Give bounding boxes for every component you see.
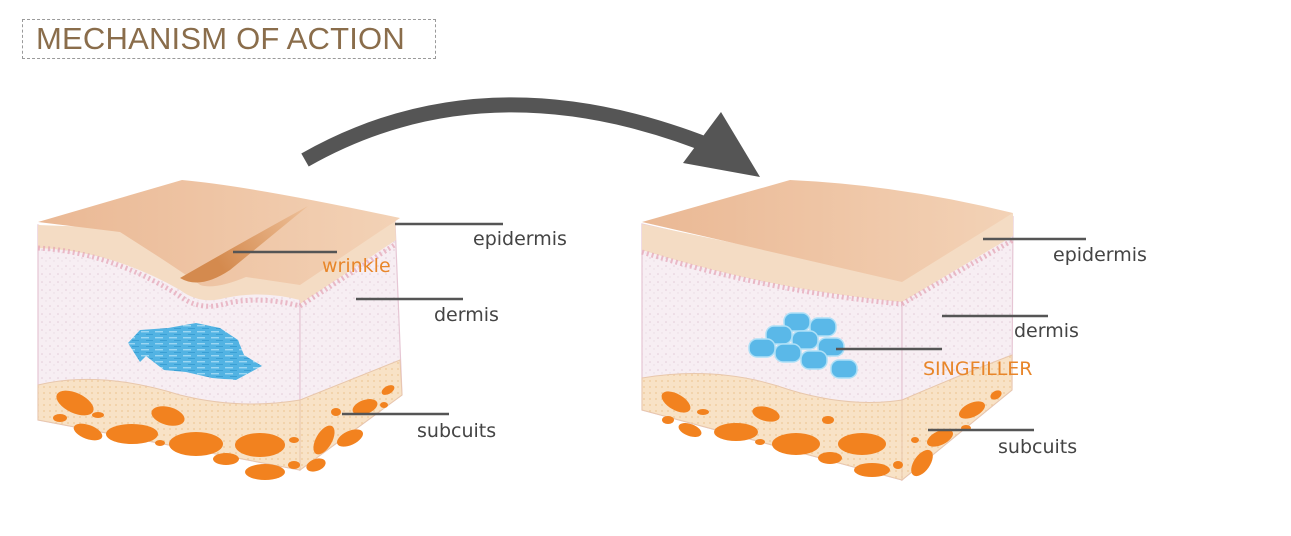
skin-block-before bbox=[37, 180, 403, 480]
label-epidermis-before: epidermis bbox=[473, 228, 567, 250]
skin-block-after bbox=[641, 180, 1015, 482]
transition-arrow bbox=[301, 97, 760, 177]
leader-lines-after bbox=[836, 237, 1086, 432]
page-title: MECHANISM OF ACTION bbox=[36, 21, 405, 56]
leader-lines-before bbox=[233, 222, 503, 416]
label-dermis-after: dermis bbox=[1014, 320, 1079, 342]
label-dermis-before: dermis bbox=[434, 304, 499, 326]
label-wrinkle: wrinkle bbox=[322, 255, 391, 277]
label-epidermis-after: epidermis bbox=[1053, 244, 1147, 266]
label-singfiller: SINGFILLER bbox=[923, 358, 1033, 380]
label-subcuits-after: subcuits bbox=[998, 436, 1077, 458]
label-subcuits-before: subcuits bbox=[417, 420, 496, 442]
title-box: MECHANISM OF ACTION bbox=[22, 19, 436, 59]
